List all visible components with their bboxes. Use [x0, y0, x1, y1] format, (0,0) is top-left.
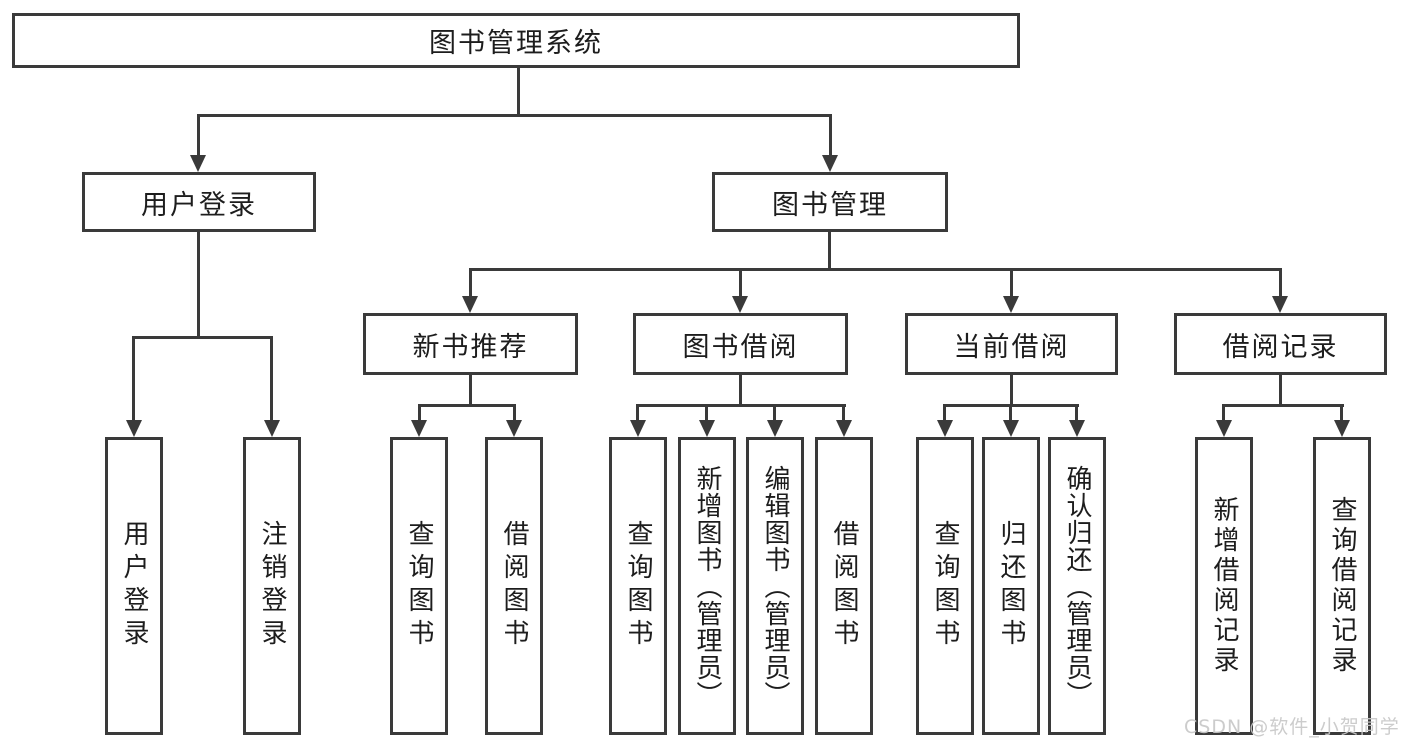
arrowhead-down-icon — [264, 420, 280, 437]
connector-section-split — [418, 404, 516, 407]
connector-management-split — [469, 268, 1282, 271]
connector-root-split — [197, 114, 832, 117]
branch-user-login-box: 用户登录 — [82, 172, 316, 232]
arrowhead-down-icon — [1069, 420, 1085, 437]
leaf-query-borrow-record-label: 查询借阅记录 — [1327, 496, 1357, 676]
connector-section-split — [1222, 404, 1344, 407]
branch-book-management-box: 图书管理 — [712, 172, 948, 232]
arrowhead-down-icon — [506, 420, 522, 437]
section-borrow-records-box: 借阅记录 — [1174, 313, 1387, 375]
connector-stem — [469, 268, 472, 296]
connector-stem — [739, 268, 742, 296]
leaf-query-books-label: 查询图书 — [930, 520, 960, 652]
connector-stem — [1222, 404, 1225, 420]
connector-stem — [513, 404, 516, 420]
leaf-add-borrow-record-label: 新增借阅记录 — [1209, 496, 1239, 676]
arrowhead-down-icon — [411, 420, 427, 437]
leaf-confirm-return-admin-label: 确认归还（管理员） — [1062, 464, 1092, 708]
branch-user-login-label: 用户登录 — [141, 189, 257, 221]
arrowhead-down-icon — [836, 420, 852, 437]
connector-section-split — [636, 404, 846, 407]
connector-stem — [1340, 404, 1343, 420]
leaf-edit-books-admin-box: 编辑图书（管理员） — [746, 437, 804, 735]
leaf-query-books-label: 查询图书 — [623, 520, 653, 652]
arrowhead-down-icon — [822, 155, 838, 172]
connector-stem — [636, 404, 639, 420]
arrowhead-down-icon — [937, 420, 953, 437]
connector-stem — [829, 114, 832, 155]
connector-section-trunk — [1010, 375, 1013, 407]
connector-section-trunk — [739, 375, 742, 407]
leaf-logout-box: 注销登录 — [243, 437, 301, 735]
connector-root-trunk — [517, 68, 520, 117]
leaf-query-borrow-record-box: 查询借阅记录 — [1313, 437, 1371, 735]
connector-login-trunk — [197, 232, 200, 339]
arrowhead-down-icon — [630, 420, 646, 437]
connector-section-trunk — [469, 375, 472, 407]
connector-stem — [1075, 404, 1078, 420]
arrowhead-down-icon — [767, 420, 783, 437]
section-new-book-label: 新书推荐 — [412, 331, 529, 363]
leaf-user-login-label: 用户登录 — [119, 520, 149, 652]
leaf-borrow-books-label: 借阅图书 — [829, 520, 859, 652]
leaf-query-books-box: 查询图书 — [916, 437, 974, 735]
connector-stem — [705, 404, 708, 420]
leaf-add-borrow-record-box: 新增借阅记录 — [1195, 437, 1253, 735]
connector-stem — [1010, 268, 1013, 296]
section-current-borrow-label: 当前借阅 — [953, 331, 1070, 363]
section-new-book-box: 新书推荐 — [363, 313, 578, 375]
branch-book-management-label: 图书管理 — [772, 189, 888, 221]
connector-management-trunk — [828, 232, 831, 271]
leaf-return-books-box: 归还图书 — [982, 437, 1040, 735]
leaf-query-books-box: 查询图书 — [390, 437, 448, 735]
section-current-borrow-box: 当前借阅 — [905, 313, 1118, 375]
connector-stem — [842, 404, 845, 420]
arrowhead-down-icon — [1003, 420, 1019, 437]
connector-stem — [1279, 268, 1282, 296]
leaf-edit-books-admin-label: 编辑图书（管理员） — [760, 464, 790, 708]
leaf-user-login-box: 用户登录 — [105, 437, 163, 735]
connector-stem — [270, 336, 273, 420]
section-book-borrow-box: 图书借阅 — [633, 313, 848, 375]
section-book-borrow-label: 图书借阅 — [682, 331, 799, 363]
leaf-query-books-box: 查询图书 — [609, 437, 667, 735]
root-node-label: 图书管理系统 — [429, 28, 603, 59]
arrowhead-down-icon — [1003, 296, 1019, 313]
connector-section-trunk — [1279, 375, 1282, 407]
leaf-add-books-admin-box: 新增图书（管理员） — [678, 437, 736, 735]
arrowhead-down-icon — [732, 296, 748, 313]
arrowhead-down-icon — [462, 296, 478, 313]
arrowhead-down-icon — [1272, 296, 1288, 313]
connector-stem — [418, 404, 421, 420]
connector-stem — [197, 114, 200, 155]
section-borrow-records-label: 借阅记录 — [1222, 331, 1339, 363]
csdn-watermark: CSDN @软件_小贺同学 — [1184, 716, 1400, 738]
connector-stem — [943, 404, 946, 420]
arrowhead-down-icon — [1334, 420, 1350, 437]
leaf-add-books-admin-label: 新增图书（管理员） — [692, 464, 722, 708]
leaf-return-books-label: 归还图书 — [996, 520, 1026, 652]
arrowhead-down-icon — [699, 420, 715, 437]
connector-stem — [132, 336, 135, 420]
arrowhead-down-icon — [126, 420, 142, 437]
connector-stem — [1009, 404, 1012, 420]
arrowhead-down-icon — [190, 155, 206, 172]
arrowhead-down-icon — [1216, 420, 1232, 437]
leaf-confirm-return-admin-box: 确认归还（管理员） — [1048, 437, 1106, 735]
root-node-box: 图书管理系统 — [12, 13, 1020, 68]
connector-login-split — [132, 336, 272, 339]
leaf-logout-label: 注销登录 — [257, 520, 287, 652]
leaf-borrow-books-label: 借阅图书 — [499, 520, 529, 652]
leaf-borrow-books-box: 借阅图书 — [815, 437, 873, 735]
connector-stem — [773, 404, 776, 420]
leaf-query-books-label: 查询图书 — [404, 520, 434, 652]
leaf-borrow-books-box: 借阅图书 — [485, 437, 543, 735]
